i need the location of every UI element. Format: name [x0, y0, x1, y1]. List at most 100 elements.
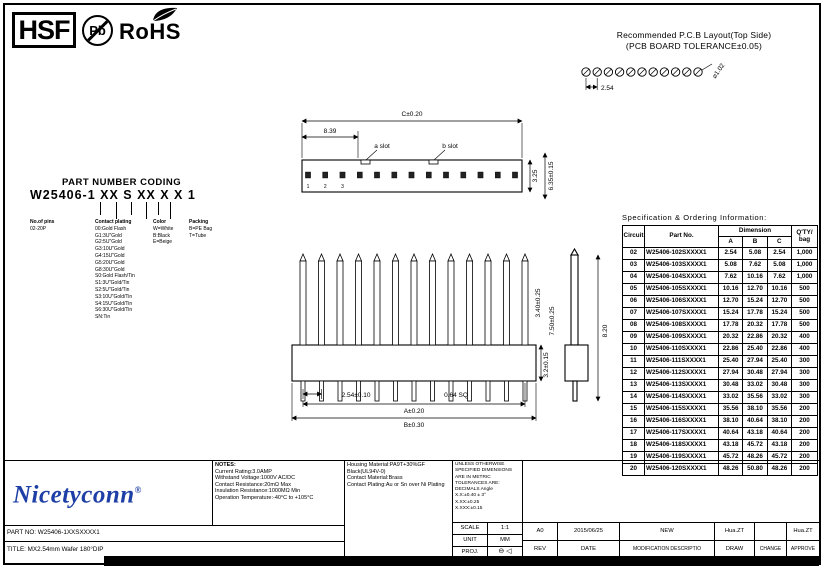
spec-row: 13 W25406-113SXXXX1 30.48 33.02 30.48 30…: [622, 379, 818, 392]
cell-qty: 1,000: [791, 247, 818, 260]
cell-dim-b: 43.18: [742, 427, 768, 440]
cell-dim-a: 5.08: [717, 259, 744, 272]
cell-dim-a: 33.02: [717, 391, 744, 404]
cell-part-no: W25406-113SXXXX1: [644, 379, 719, 392]
spec-row: 11 W25406-111SXXXX1 25.40 27.94 25.40 30…: [622, 355, 818, 368]
unit-value: MM: [487, 534, 522, 546]
cell-dim-a: 38.10: [717, 415, 744, 428]
part-no-row: PART NO: W25406-1XXSXXXX1: [5, 525, 344, 541]
cell-dim-a: 20.32: [717, 331, 744, 344]
coding-line: [146, 202, 147, 219]
cell-circuit: 08: [622, 319, 645, 332]
spec-row: 02 W25406-102SXXXX1 2.54 5.08 2.54 1,000: [622, 247, 818, 260]
tolerance-line: SPECIFIED DIMENSIONS: [455, 468, 513, 474]
cell-dim-b: 27.94: [742, 355, 768, 368]
svg-text:2: 2: [324, 184, 327, 190]
cell-part-no: W25406-102SXXXX1: [644, 247, 719, 260]
cell-dim-b: 17.78: [742, 307, 768, 320]
cell-dim-c: 15.24: [766, 307, 793, 320]
title-block: Nicetyconn® PART NO: W25406-1XXSXXXX1 TI…: [5, 460, 819, 558]
change-header: CHANGE: [754, 540, 786, 558]
cell-dim-b: 40.64: [742, 415, 768, 428]
plating-option: SN:Tin: [95, 314, 111, 321]
cell-qty: 500: [791, 319, 818, 332]
proj-label: PROJ.: [452, 546, 487, 558]
plating-option: G8:30U"Gold: [95, 266, 125, 273]
cell-qty: 200: [791, 403, 818, 416]
cell-dim-b: 15.24: [742, 295, 768, 308]
spec-row: 17 W25406-117SXXXX1 40.64 43.18 40.64 20…: [622, 427, 818, 440]
pcb-layout-subtitle: (PCB BOARD TOLERANCE±0.05): [625, 41, 763, 51]
cell-dim-b: 25.40: [742, 343, 768, 356]
cell-dim-b: 22.86: [742, 331, 768, 344]
spec-row: 08 W25406-108SXXXX1 17.78 20.32 17.78 50…: [622, 319, 818, 332]
spec-row: 09 W25406-109SXXXX1 20.32 22.86 20.32 40…: [622, 331, 818, 344]
cell-part-no: W25406-104SXXXX1: [644, 271, 719, 284]
pins-value: 02-20P: [30, 225, 47, 232]
tolerance-line: DECIMALS Angle: [455, 487, 493, 493]
coding-line: [158, 202, 159, 215]
cell-qty: 500: [791, 295, 818, 308]
date-value: 2015/06/25: [557, 522, 619, 540]
cell-dim-a: 27.94: [717, 367, 744, 380]
cell-qty: 200: [791, 427, 818, 440]
spec-row: 03 W25406-103SXXXX1 5.08 7.62 5.08 1,000: [622, 259, 818, 272]
cell-qty: 200: [791, 463, 818, 476]
cell-circuit: 06: [622, 295, 645, 308]
pcb-pitch-dim: 2.54: [601, 85, 614, 92]
plating-option: S2:5U"Gold/Tin: [95, 286, 130, 293]
scale-label: SCALE: [452, 522, 487, 534]
plating-option: S3:10U"Gold/Tin: [95, 293, 133, 300]
cell-circuit: 17: [622, 427, 645, 440]
a-slot-notch: [360, 159, 371, 165]
spec-row: 14 W25406-114SXXXX1 33.02 35.56 33.02 30…: [622, 391, 818, 404]
cell-dim-c: 7.62: [766, 271, 793, 284]
cell-dim-a: 25.40: [717, 355, 744, 368]
cell-circuit: 03: [622, 259, 645, 272]
cell-dim-c: 30.48: [766, 379, 793, 392]
cell-dim-b: 33.02: [742, 379, 768, 392]
note-line: Current Rating:3.0AMP: [215, 468, 272, 475]
pcb-holes: [581, 67, 703, 77]
cell-part-no: W25406-117SXXXX1: [644, 427, 719, 440]
title-row: TITLE: MX2.54mm Wafer 180°DIP: [5, 541, 344, 558]
dim-c-label: C±0.20: [402, 111, 423, 118]
cell-dim-c: 22.86: [766, 343, 793, 356]
tolerance-line: X.XX:±0.25: [455, 499, 480, 505]
note-line: Contact Resistance:20mΩ Max: [215, 481, 291, 488]
cell-part-no: W25406-106SXXXX1: [644, 295, 719, 308]
cell-circuit: 02: [622, 247, 645, 260]
cell-qty: 400: [791, 343, 818, 356]
col-qty-line2: bag: [798, 235, 811, 243]
a-slot-label: a slot: [374, 143, 390, 150]
cell-dim-b: 50.80: [742, 463, 768, 476]
b-slot-notch: [428, 159, 439, 165]
spec-row: 10 W25406-110SXXXX1 22.86 25.40 22.86 40…: [622, 343, 818, 356]
material-line: Contact Plating:Au or Sn over Ni Plating: [347, 481, 445, 488]
cell-dim-b: 45.72: [742, 439, 768, 452]
cell-part-no: W25406-108SXXXX1: [644, 319, 719, 332]
cell-qty: 200: [791, 415, 818, 428]
color-option: B:Black: [153, 232, 170, 239]
col-qty-line1: Q'TY/: [796, 228, 813, 236]
cell-circuit: 15: [622, 403, 645, 416]
cell-circuit: 04: [622, 271, 645, 284]
cell-circuit: 18: [622, 439, 645, 452]
cell-circuit: 13: [622, 379, 645, 392]
change-value: [754, 522, 786, 540]
plating-option: S4:15U"Gold/Tin: [95, 300, 133, 307]
dim-a-label: A±0.20: [404, 408, 425, 415]
cell-part-no: W25406-116SXXXX1: [644, 415, 719, 428]
tolerance-line: UNLESS OTHERWISE: [455, 462, 505, 467]
color-option: W=White: [153, 225, 174, 232]
pcb-layout-drawing: 2.54 ⌀1.02: [581, 62, 727, 92]
spec-row: 16 W25406-116SXXXX1 38.10 40.64 38.10 20…: [622, 415, 818, 428]
side-view-pin-tip: [570, 247, 579, 256]
draw-value: Hua.ZT: [714, 522, 754, 540]
svg-text:3: 3: [341, 184, 344, 190]
cell-dim-c: 38.10: [766, 415, 793, 428]
dim-32-label: 3.2±0.15: [543, 352, 550, 378]
cell-qty: 500: [791, 307, 818, 320]
pins-label: No.of pins: [30, 219, 55, 225]
b-slot-label: b slot: [442, 143, 458, 150]
